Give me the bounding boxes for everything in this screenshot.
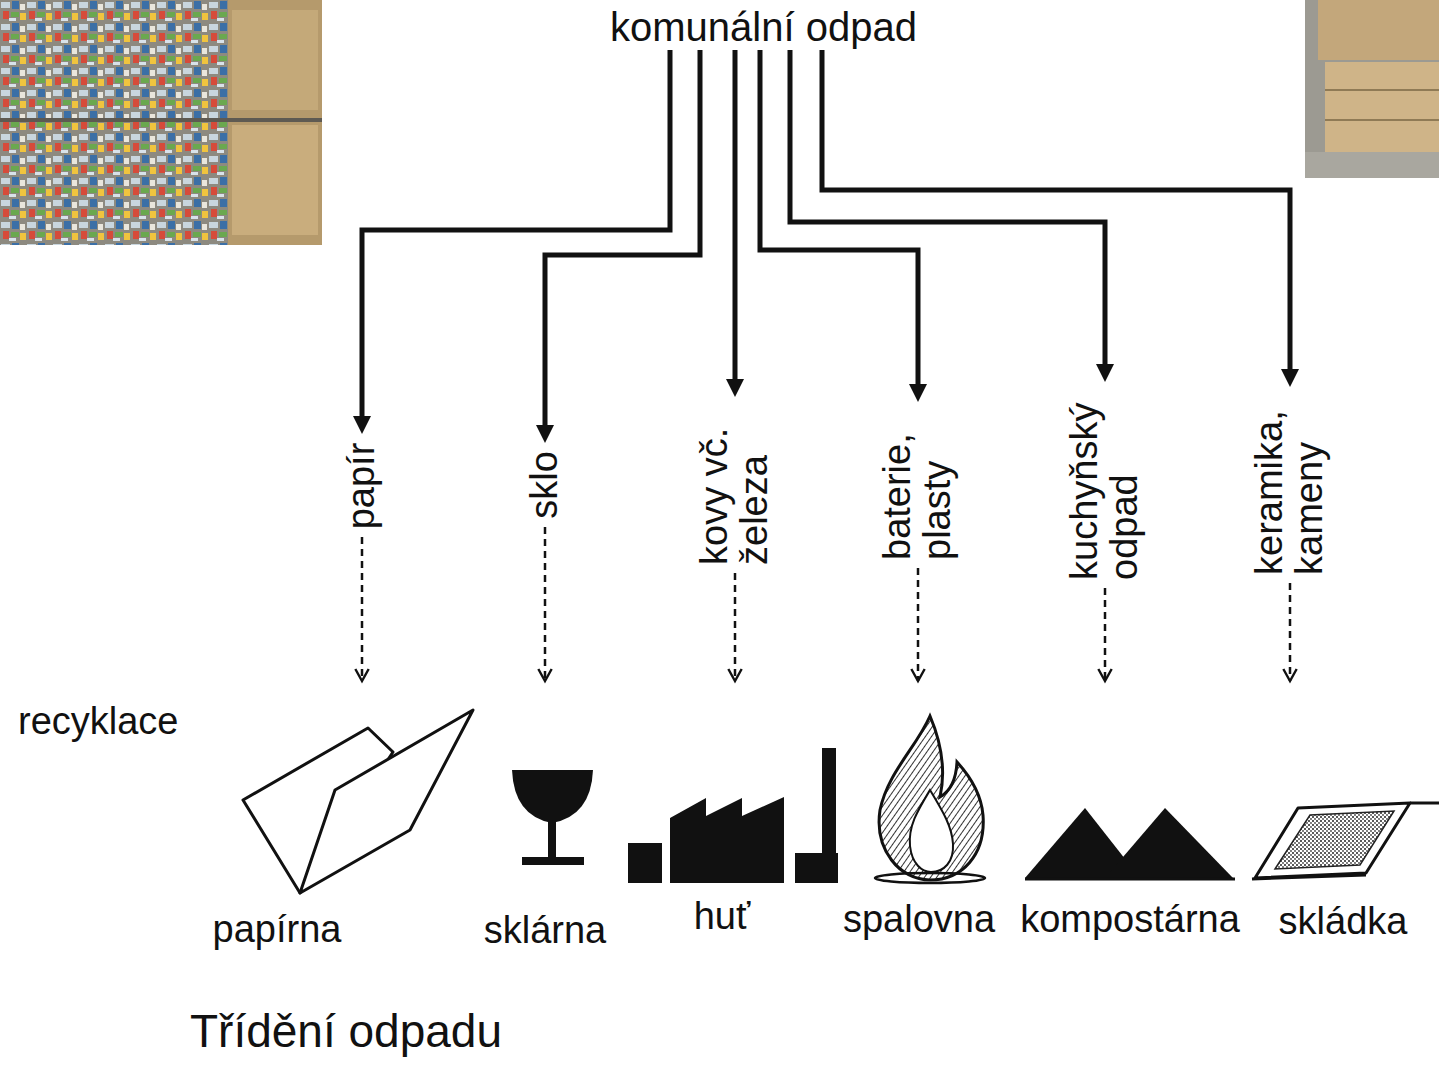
- section-label: recyklace: [18, 700, 179, 744]
- compost-heaps-icon: [1025, 808, 1235, 879]
- category-label: kovy vč. železa: [695, 405, 775, 565]
- category-node: sklo: [525, 451, 565, 519]
- recycling-arrow: [544, 527, 547, 681]
- facility-node: spalovna: [838, 685, 1001, 960]
- source-node: komunální odpad: [606, 4, 921, 50]
- facility-label: kompostárna: [1020, 898, 1240, 942]
- cardboard-bales-photo: [1305, 0, 1439, 178]
- category-label: keramika, kameny: [1250, 395, 1330, 575]
- node-text-group: komunální odpad: [606, 4, 921, 50]
- node-text-group: spalovna: [843, 898, 995, 942]
- source-label: komunální odpad: [610, 4, 917, 50]
- node-text-group: skládka: [1279, 900, 1408, 944]
- sorting-arrow: [790, 50, 1105, 364]
- sorting-arrow: [362, 50, 670, 416]
- category-node: baterie, plasty: [878, 410, 958, 560]
- category-node: keramika, kameny: [1250, 395, 1330, 575]
- category-label: kuchyňský odpad: [1065, 390, 1145, 580]
- recycling-arrow: [734, 573, 737, 681]
- facility-node: skládka: [1252, 685, 1435, 960]
- category-node: kovy vč. železa: [695, 405, 775, 565]
- recycling-arrow: [1289, 583, 1292, 681]
- node-text-group: huť: [694, 895, 751, 939]
- node-text-group: kuchyňský odpad: [1065, 390, 1145, 580]
- landfill-icon: [1252, 803, 1439, 879]
- diagram-caption: Třídění odpadu: [190, 1005, 502, 1058]
- sorting-arrow: [822, 50, 1290, 369]
- facility-node: sklárna: [478, 685, 618, 960]
- facility-label: spalovna: [843, 898, 995, 942]
- node-text-group: papírna: [213, 908, 342, 952]
- folder-icon: [243, 710, 473, 893]
- node-text-group: kompostárna: [1020, 898, 1240, 942]
- category-label: sklo: [525, 451, 565, 519]
- node-text-group: baterie, plasty: [878, 410, 958, 560]
- facility-label: sklárna: [484, 909, 607, 953]
- recycling-arrow: [361, 537, 364, 681]
- node-text-group: kovy vč. železa: [695, 405, 775, 565]
- factory-icon: [628, 748, 838, 883]
- category-node: kuchyňský odpad: [1065, 390, 1145, 580]
- facility-node: kompostárna: [1003, 685, 1250, 960]
- recycling-arrow: [1104, 588, 1107, 681]
- category-label: papír: [342, 442, 382, 529]
- facility-node: huť: [622, 685, 836, 960]
- node-text-group: papír: [342, 442, 382, 529]
- sorting-arrow: [733, 50, 738, 379]
- category-node: papír: [342, 442, 382, 529]
- node-text-group: sklárna: [484, 909, 607, 953]
- sorting-arrow: [545, 50, 700, 425]
- facility-label: huť: [694, 895, 751, 939]
- recycling-arrow: [917, 568, 920, 681]
- glass-icon: [512, 770, 593, 865]
- fire-icon: [875, 716, 985, 883]
- plastic-bales-photo: [0, 0, 322, 245]
- node-text-group: keramika, kameny: [1250, 395, 1330, 575]
- facility-label: skládka: [1279, 900, 1408, 944]
- sorting-arrow: [760, 50, 918, 384]
- node-text-group: sklo: [525, 451, 565, 519]
- facility-label: papírna: [213, 908, 342, 952]
- category-label: baterie, plasty: [878, 410, 958, 560]
- facility-node: papírna: [205, 685, 476, 960]
